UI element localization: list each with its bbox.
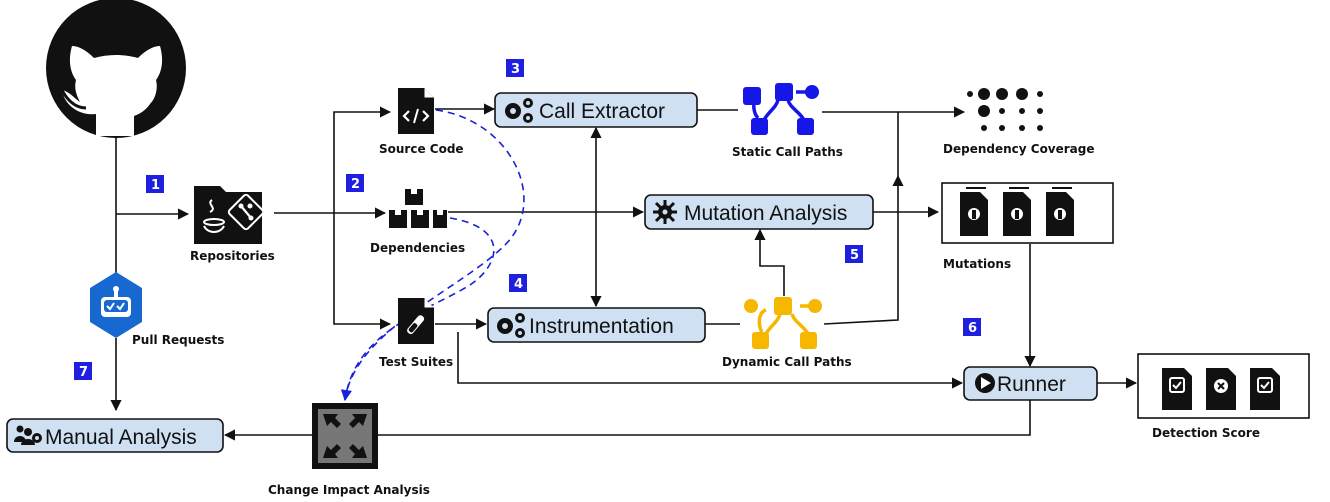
repository-icon: [194, 186, 265, 244]
label-static-call-paths: Static Call Paths: [732, 145, 843, 159]
label-dependency-coverage: Dependency Coverage: [943, 142, 1095, 156]
call-extractor-label: Call Extractor: [539, 100, 665, 123]
step-badge-2: 2: [346, 174, 364, 192]
manual-analysis-label: Manual Analysis: [45, 426, 197, 449]
check-file-icon: [1250, 368, 1280, 410]
mutant-file-icon: [960, 187, 988, 236]
label-dependencies: Dependencies: [370, 241, 465, 255]
svg-text:5: 5: [850, 248, 859, 263]
bot-icon: [90, 272, 142, 338]
dashed-links: [340, 109, 525, 402]
change-impact-icon: [312, 403, 378, 469]
dependencies-icon: [389, 189, 447, 228]
users-gear-icon: [14, 425, 42, 445]
edge-dynamic-to-coverage: [823, 174, 904, 325]
label-mutations: Mutations: [943, 257, 1011, 271]
edge-bracket-source: [333, 106, 392, 213]
call-extractor-box: Call Extractor: [494, 92, 698, 128]
label-change-impact-analysis: Change Impact Analysis: [268, 483, 430, 497]
label-test-suites: Test Suites: [379, 355, 453, 369]
edge-tests-to-runner: [457, 332, 964, 389]
dashed-deps-to-cia: [344, 217, 495, 401]
label-repositories: Repositories: [190, 249, 275, 263]
step-badge-3: 3: [506, 59, 524, 77]
fail-file-icon: [1206, 368, 1236, 410]
manual-analysis-box: Manual Analysis: [6, 418, 224, 453]
dashed-source-to-cia: [340, 109, 525, 402]
svg-text:3: 3: [511, 62, 520, 77]
runner-box: Runner: [963, 366, 1098, 401]
svg-text:6: 6: [968, 321, 977, 336]
step-badge-5: 5: [845, 245, 863, 263]
step-badge-1: 1: [146, 175, 164, 193]
edge-runner-to-manual: [378, 400, 1031, 436]
step-badge-7: 7: [74, 362, 92, 380]
edge-bracket-tests: [333, 213, 392, 330]
mutation-analysis-label: Mutation Analysis: [684, 202, 847, 225]
step-badge-6: 6: [963, 318, 981, 336]
label-detection-score: Detection Score: [1152, 426, 1260, 440]
dependency-coverage-icon: [967, 88, 1043, 131]
dynamic-call-paths-icon: [744, 297, 822, 349]
edge-dynamic-to-mutation: [754, 228, 785, 296]
svg-text:4: 4: [514, 277, 523, 292]
source-code-file-icon: [398, 88, 434, 134]
svg-text:2: 2: [351, 177, 360, 192]
mutant-file-icon: [1003, 187, 1031, 236]
instrumentation-label: Instrumentation: [529, 315, 674, 338]
virus-gear-icon: [653, 200, 677, 224]
detection-score-box: [1137, 353, 1310, 419]
instrumentation-box: Instrumentation: [487, 307, 706, 343]
gears-icon: [497, 313, 525, 338]
label-pull-requests: Pull Requests: [132, 333, 224, 347]
gears-icon: [505, 98, 533, 123]
mutant-file-icon: [1046, 187, 1074, 236]
static-call-paths-icon: [743, 83, 819, 135]
svg-text:7: 7: [79, 365, 88, 380]
label-dynamic-call-paths: Dynamic Call Paths: [722, 355, 852, 369]
mutations-box: [941, 182, 1114, 244]
github-icon: [46, 0, 186, 138]
connectors: [110, 103, 1138, 441]
runner-label: Runner: [997, 373, 1066, 396]
test-suite-file-icon: [398, 298, 434, 344]
svg-text:1: 1: [151, 178, 160, 193]
label-source-code: Source Code: [379, 142, 464, 156]
check-file-icon: [1162, 368, 1192, 410]
step-badge-4: 4: [509, 274, 527, 292]
play-icon: [975, 373, 995, 393]
mutation-analysis-box: Mutation Analysis: [644, 194, 874, 230]
step-badges: 1 2 3 4 5 6 7: [74, 59, 981, 380]
